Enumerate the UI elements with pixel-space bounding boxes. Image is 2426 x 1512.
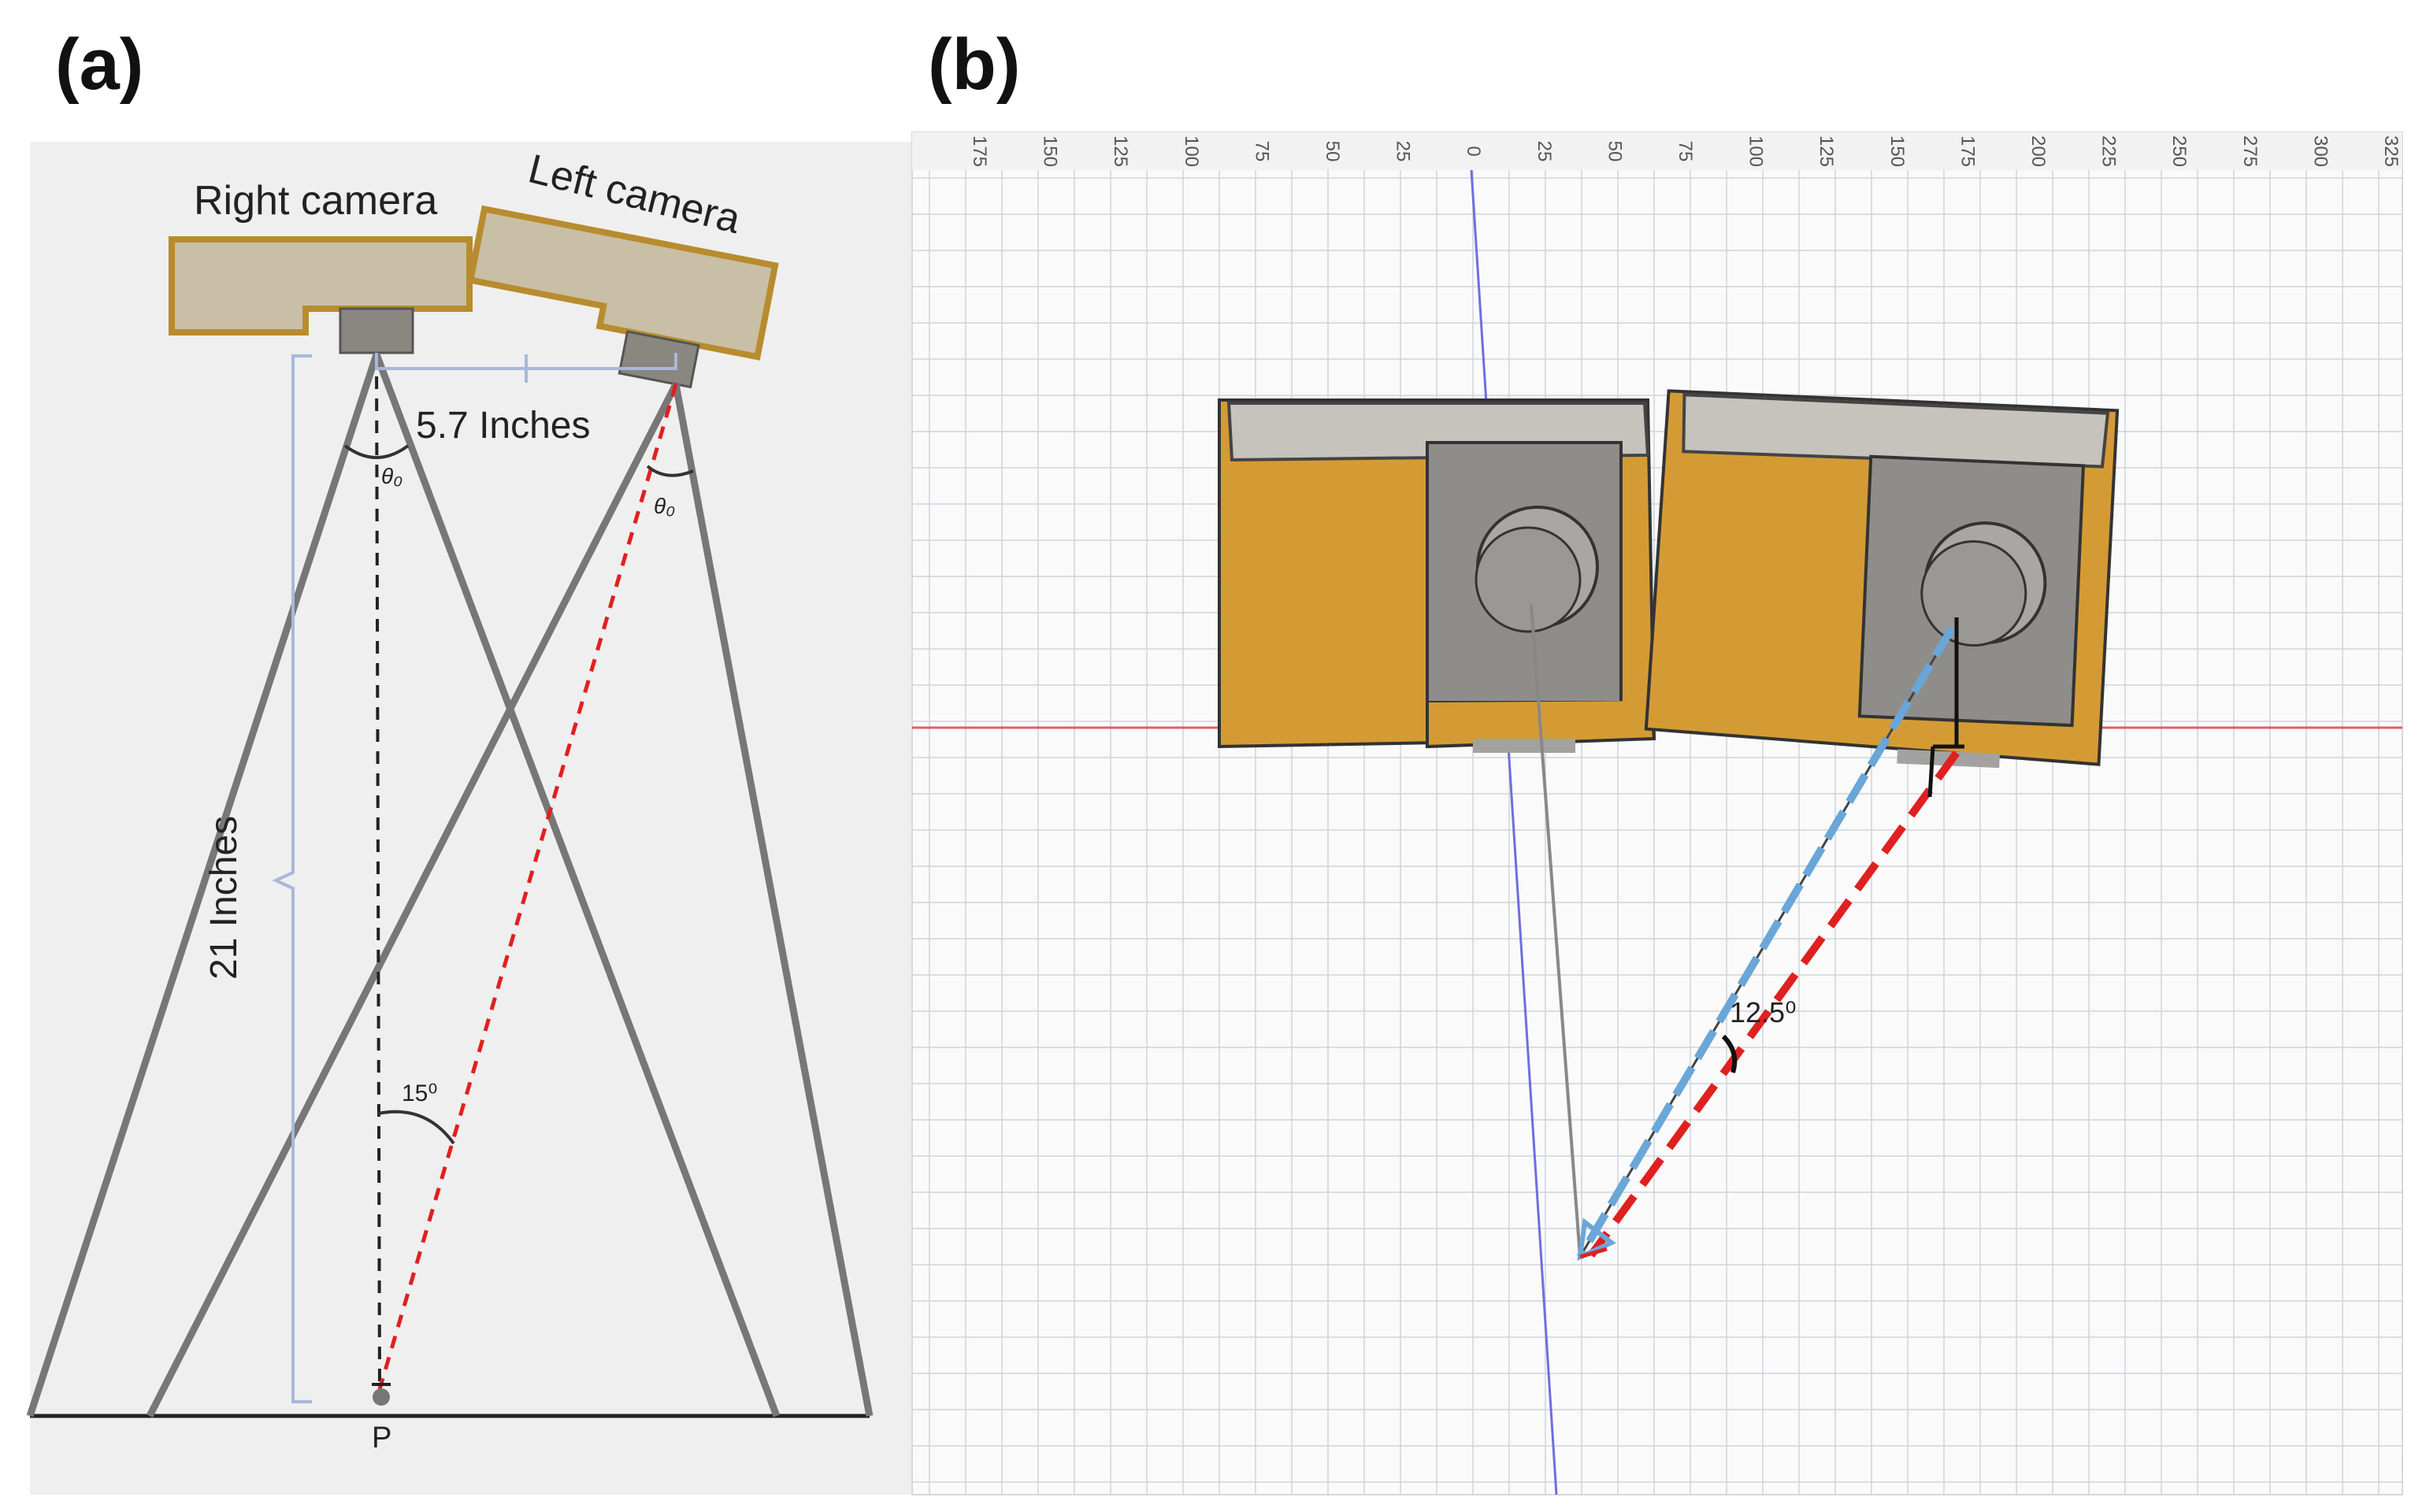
ruler-tick-label: 25 [1534, 141, 1555, 162]
panel-b-background [911, 132, 2403, 1495]
ruler-tick-label: 150 [1040, 135, 1061, 167]
spacing-label: 5.7 Inches [416, 405, 590, 447]
red-dashed-ray [1587, 750, 1960, 1258]
y-axis [1470, 169, 1558, 1495]
lens-right-inner [1475, 526, 1582, 633]
right-camera-label: Right camera [194, 178, 437, 224]
camera-model-right [1218, 398, 1656, 753]
blue-dashed-ray [1576, 626, 1956, 1259]
ruler-tick-label: 50 [1604, 141, 1625, 162]
spacing-bracket [375, 353, 677, 370]
panel-label-a: (a) [55, 24, 144, 105]
panel-a-background [30, 142, 912, 1495]
right-fov-right-edge [373, 353, 781, 1418]
panel-label-b: (b) [928, 24, 1021, 105]
ruler-tick-label: 250 [2168, 135, 2190, 167]
tilt-arc [377, 1110, 455, 1145]
panel-a: Right camera Left camera 5.7 Inches 21 I… [26, 142, 912, 1495]
ruler-tick-label: 275 [2239, 135, 2261, 167]
right-camera-ray [1530, 604, 1582, 1258]
height-bracket [272, 354, 312, 1403]
box-left-top [1682, 393, 2110, 469]
lens-left-inner [1920, 540, 2027, 647]
ruler-tick-label: 300 [2309, 135, 2331, 167]
ruler-tick-label: 325 [2380, 135, 2402, 167]
ruler [912, 132, 2402, 170]
ruler-tick-label: 150 [1886, 135, 1908, 167]
left-camera [466, 205, 779, 389]
left-fov-right-edge [672, 384, 874, 1417]
ruler-tick-label: 25 [1393, 141, 1414, 162]
tilt-angle-label: 15⁰ [402, 1080, 437, 1106]
fov-arc-right [343, 444, 410, 459]
right-camera-body [169, 236, 473, 335]
ruler-tick-label: 75 [1675, 141, 1696, 162]
fov-angle-left-label: θ₀ [654, 494, 675, 518]
camera-model-left [1644, 389, 2120, 769]
ruler-tick-label: 175 [1957, 135, 1978, 167]
fov-angle-right-label: θ₀ [381, 464, 402, 488]
ruler-tick-label: 125 [1110, 135, 1131, 167]
point-p [373, 1388, 390, 1406]
angle-label: 12.5⁰ [1730, 996, 1797, 1028]
ruler-tick-label: 175 [969, 135, 990, 167]
point-p-label: P [372, 1421, 391, 1455]
height-label: 21 Inches [203, 816, 245, 980]
ruler-tick-label: 225 [2098, 135, 2120, 167]
left-camera-lens [618, 330, 700, 389]
ruler-tick-label: 100 [1745, 135, 1767, 167]
ruler-tick-label: 0 [1463, 146, 1484, 156]
right-optical-axis [375, 354, 381, 1390]
left-fov-left-edge [146, 382, 680, 1418]
angle-arc [1721, 1034, 1738, 1073]
fov-arc-left [646, 465, 694, 477]
ruler-tick-label: 75 [1251, 141, 1272, 162]
ruler-tick-label: 50 [1322, 141, 1343, 162]
ruler-tick-label: 125 [1816, 135, 1837, 167]
right-fov-left-edge [26, 353, 380, 1418]
grid [912, 170, 2402, 1495]
ruler-tick-label: 200 [2027, 135, 2049, 167]
left-camera-body [466, 205, 779, 361]
right-camera-lens [339, 307, 414, 354]
arrow-head [1577, 1217, 1616, 1261]
ruler-tick-label: 100 [1181, 135, 1202, 167]
